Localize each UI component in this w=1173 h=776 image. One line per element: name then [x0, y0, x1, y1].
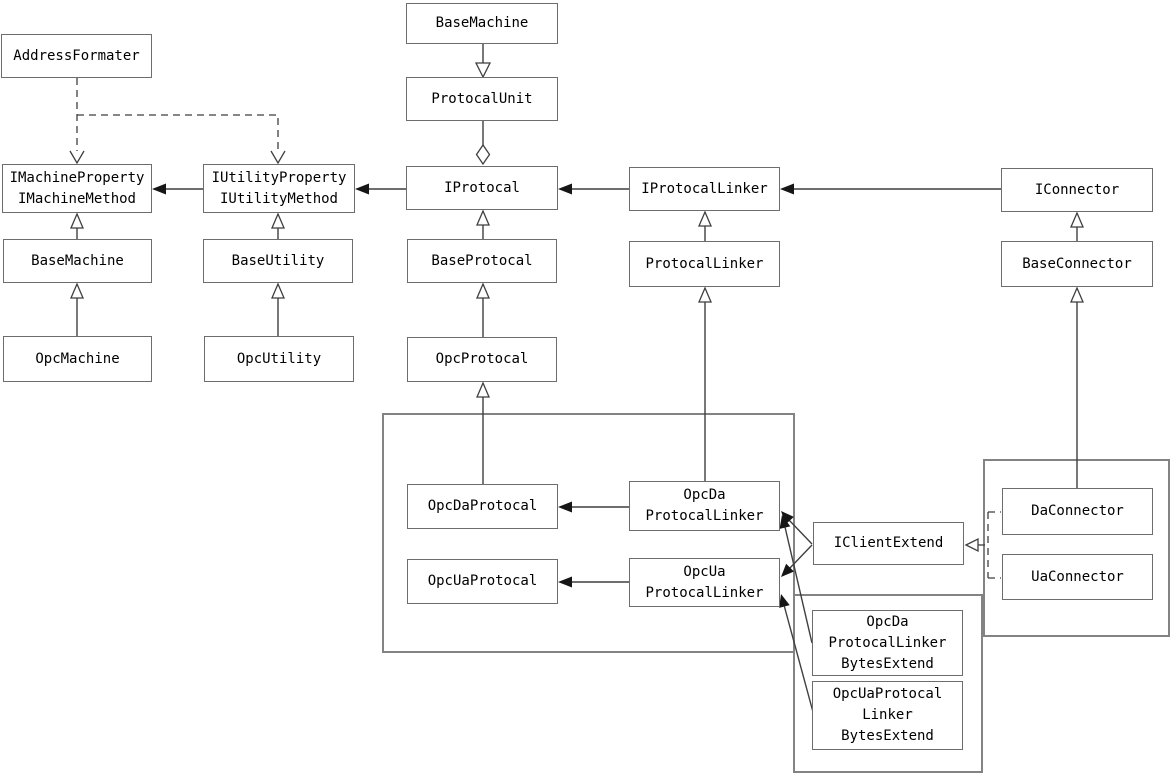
edge-generalization-opcdalinker-protocallinker	[698, 286, 712, 481]
class-box-opc-ua-protocal-linker-bytes-extend: OpcUaProtocal Linker BytesExtend	[812, 681, 963, 750]
class-box-base-utility: BaseUtility	[203, 239, 353, 283]
class-label: OpcUaProtocal	[427, 573, 538, 589]
class-box-opc-da-protocal-linker-bytes-extend: OpcDa ProtocalLinker BytesExtend	[812, 610, 963, 676]
class-label: BaseConnector	[1022, 255, 1132, 272]
class-box-address-formater: AddressFormater	[1, 34, 152, 78]
edge-generalization-protocallinker-iprotocallinker	[698, 210, 712, 241]
class-label: ProtocalUnit	[431, 90, 533, 107]
class-label: IClientExtend	[833, 535, 944, 551]
edge-realization-connectors-iclientextend	[964, 511, 1001, 579]
class-label-line2: IMachineMethod	[17, 190, 136, 207]
class-box-opc-machine: OpcMachine	[3, 336, 152, 382]
edge-association-iclientextend-opcualinker	[781, 544, 813, 577]
opc-protocal-group-container	[382, 413, 795, 653]
class-box-iclient-extend: IClientExtend	[813, 522, 964, 565]
class-label-line1: OpcDa	[866, 613, 909, 630]
class-box-protocal-unit: ProtocalUnit	[406, 77, 558, 121]
edge-association-opcdabytes-opcdalinker	[779, 515, 813, 644]
edge-generalization-opcdaprotocal-opcprotocal	[476, 381, 490, 484]
class-box-da-connector: DaConnector	[1002, 488, 1153, 535]
class-label-line1: OpcUaProtocal	[832, 686, 943, 702]
class-box-imachine-interface: IMachineProperty IMachineMethod	[2, 164, 152, 213]
edge-association-iclientextend-opcdalinker	[781, 511, 813, 545]
class-box-opc-da-protocal-linker: OpcDa ProtocalLinker	[629, 481, 780, 531]
class-label: BaseUtility	[231, 252, 325, 269]
class-box-opc-protocal: OpcProtocal	[407, 337, 557, 382]
edge-association-iconnector-iprotocallinker	[780, 183, 1001, 195]
class-box-iconnector: IConnector	[1001, 168, 1153, 212]
edge-generalization-opcprotocal-baseprotocal	[476, 282, 490, 337]
class-label-line2: ProtocalLinker	[645, 508, 764, 524]
edge-association-opcdalinker-opcdaprotocal	[558, 501, 629, 513]
edge-association-iprotocallinker-iprotocal	[558, 183, 629, 195]
edge-association-opcualinker-opcuaprotocal	[558, 576, 629, 588]
class-box-base-protocal: BaseProtocal	[407, 239, 557, 283]
class-label-line1: OpcDa	[683, 487, 726, 503]
class-label-line1: OpcUa	[683, 563, 726, 580]
edge-generalization-basemachine-protocalunit	[474, 44, 492, 79]
edge-generalization-basemachine-imachine	[70, 212, 84, 239]
class-box-iprotocal-linker: IProtocalLinker	[629, 167, 780, 211]
class-label-line3: BytesExtend	[841, 728, 934, 744]
class-label: UaConnector	[1031, 568, 1124, 585]
class-box-base-machine-left: BaseMachine	[3, 239, 152, 283]
class-box-base-connector: BaseConnector	[1001, 241, 1153, 287]
class-label: IProtocalLinker	[641, 180, 768, 197]
class-box-ua-connector: UaConnector	[1002, 554, 1153, 600]
class-box-base-machine-top: BaseMachine	[406, 3, 558, 44]
class-box-opc-ua-protocal-linker: OpcUa ProtocalLinker	[629, 558, 780, 607]
class-label: IProtocal	[444, 179, 520, 196]
class-label: BaseMachine	[31, 252, 124, 269]
class-box-iprotocal: IProtocal	[406, 166, 558, 210]
edge-association-iutility-imachine	[152, 183, 203, 195]
edge-generalization-daconnector-baseconnector	[1070, 286, 1084, 488]
class-label-line3: BytesExtend	[841, 655, 934, 672]
edge-generalization-baseprotocal-iprotocal	[476, 209, 490, 239]
class-label-line2: IUtilityMethod	[219, 190, 338, 207]
class-label: BaseMachine	[435, 15, 529, 31]
class-label: IConnector	[1034, 181, 1120, 198]
class-label: BaseProtocal	[431, 252, 533, 269]
class-label-line2: Linker	[862, 707, 913, 723]
class-box-protocal-linker: ProtocalLinker	[629, 241, 780, 287]
edge-association-iprotocal-iutility	[355, 183, 406, 195]
edge-generalization-baseutility-iutility	[271, 212, 285, 239]
edge-dependency-addressformater-imachine	[69, 78, 85, 165]
edge-generalization-opcmachine-basemachine	[70, 282, 84, 336]
class-label: DaConnector	[1031, 503, 1124, 519]
class-label-line2: ProtocalLinker	[828, 634, 947, 651]
class-box-iutility-interface: IUtilityProperty IUtilityMethod	[203, 164, 355, 213]
class-label-line2: ProtocalLinker	[645, 584, 764, 601]
class-label: OpcDaProtocal	[427, 498, 538, 514]
class-box-opc-da-protocal: OpcDaProtocal	[407, 484, 558, 529]
edge-generalization-baseconnector-iconnector	[1070, 211, 1084, 241]
edge-association-opcuabytes-opcualinker	[779, 594, 814, 713]
class-label: OpcMachine	[35, 350, 120, 367]
edge-dependency-addressformater-iutility	[77, 114, 286, 165]
edge-aggregation-protocalunit-iprotocal	[475, 121, 491, 166]
class-box-opc-utility: OpcUtility	[204, 336, 354, 382]
class-label: AddressFormater	[13, 47, 140, 64]
edge-generalization-opcutility-baseutility	[271, 282, 285, 336]
class-label: ProtocalLinker	[645, 255, 764, 272]
class-label-line1: IMachineProperty	[9, 169, 145, 186]
class-label: OpcUtility	[236, 350, 322, 367]
class-label-line1: IUtilityProperty	[211, 169, 347, 186]
class-label: OpcProtocal	[435, 351, 529, 367]
class-box-opc-ua-protocal: OpcUaProtocal	[407, 559, 558, 604]
bytes-extend-group-container	[793, 594, 983, 773]
